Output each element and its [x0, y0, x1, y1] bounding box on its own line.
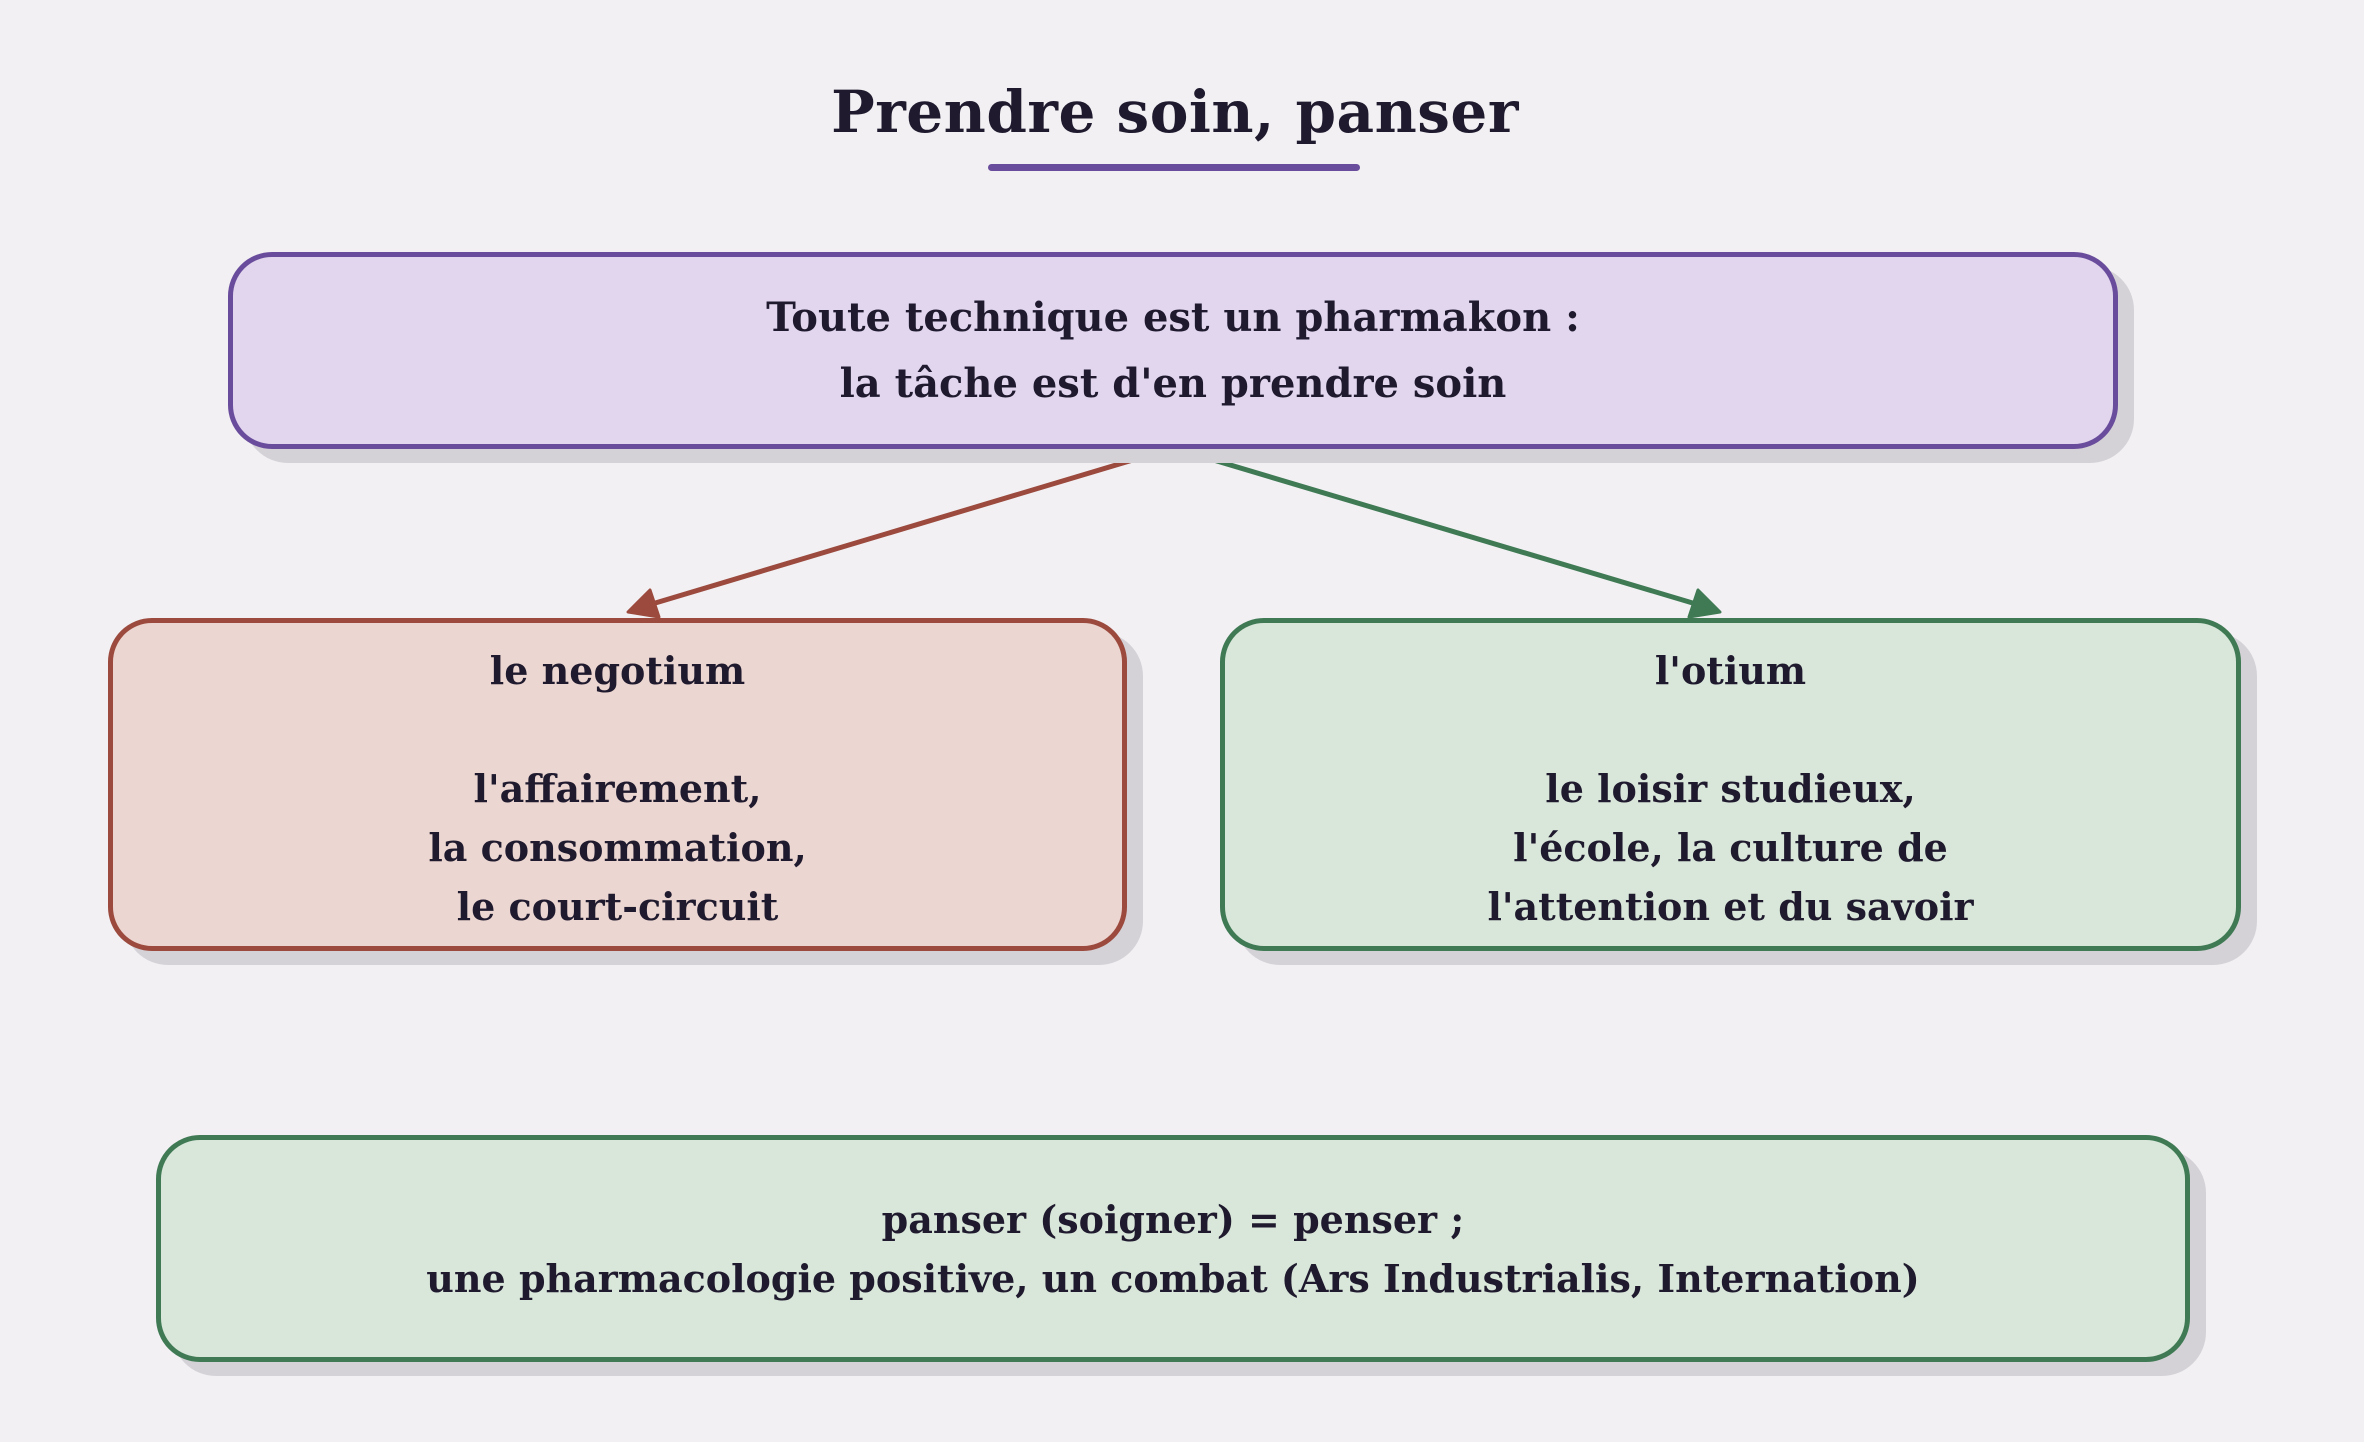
- negotium-heading: le negotium: [489, 648, 746, 693]
- pharmakon-line-2: la tâche est d'en prendre soin: [839, 359, 1507, 407]
- negotium-line-2: la consommation,: [428, 825, 807, 870]
- pharmakon-box: Toute technique est un pharmakon : la tâ…: [228, 252, 2118, 449]
- negotium-line-3: le court-circuit: [456, 884, 779, 929]
- panser-box: panser (soigner) = penser ; une pharmaco…: [156, 1135, 2190, 1362]
- negotium-line-1: l'affairement,: [473, 766, 762, 811]
- negotium-box: le negotium l'affairement, la consommati…: [108, 618, 1127, 951]
- otium-line-2: l'école, la culture de: [1513, 825, 1948, 870]
- panser-line-2: une pharmacologie positive, un combat (A…: [426, 1255, 1920, 1301]
- otium-line-1: le loisir studieux,: [1545, 766, 1916, 811]
- title-underline: [988, 164, 1360, 171]
- arrow-to-otium: [1179, 447, 1722, 619]
- otium-line-3: l'attention et du savoir: [1487, 884, 1974, 929]
- arrow-to-negotium: [626, 447, 1167, 619]
- diagram-title: Prendre soin, panser: [831, 78, 1519, 146]
- otium-box: l'otium le loisir studieux, l'école, la …: [1220, 618, 2241, 951]
- panser-line-1: panser (soigner) = penser ;: [881, 1196, 1465, 1242]
- otium-heading: l'otium: [1654, 648, 1807, 693]
- pharmakon-line-1: Toute technique est un pharmakon :: [766, 293, 1580, 341]
